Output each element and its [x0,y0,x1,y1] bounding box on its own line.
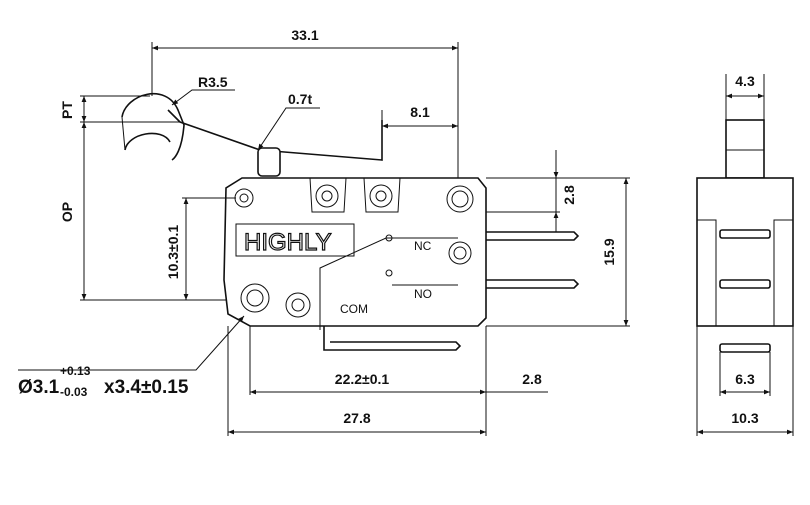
brand-text: HIGHLY [244,229,332,256]
extension-lines [80,42,630,436]
dim-0-7t: 0.7t [288,91,312,107]
terminal-rivet-nc [448,241,472,265]
nc-label: NC [414,239,432,253]
pt-label: PT [59,101,75,119]
side-view: 4.3 6.3 10.3 [696,73,794,436]
terminal-nc [486,231,580,241]
leader-hole-spec [18,315,245,371]
mount-hole-left [240,283,270,313]
hole-spec-lower-tol: -0.03 [60,385,88,399]
hole-spec-upper-tol: +0.13 [60,364,91,378]
side-body [696,177,794,327]
hole-top-right [446,185,474,213]
dim-2-8-top: 2.8 [561,185,577,205]
dim-10-3-side: 10.3 [731,410,758,426]
terminal-no [486,279,580,289]
dim-6-3: 6.3 [735,371,755,387]
dim-15-9: 15.9 [601,238,617,265]
dim-4-3: 4.3 [735,73,755,89]
side-plunger [725,119,765,179]
mount-hole-com [285,292,311,318]
hole-spec-rest: x3.4±0.15 [104,377,189,398]
rivets [309,177,401,213]
brand-plate [235,223,355,257]
op-label: OP [59,202,75,222]
dim-8-1: 8.1 [410,104,430,120]
terminal-com [323,326,462,351]
no-label: NO [414,287,432,301]
leader-r3-5 [171,89,235,106]
side-terminals [719,229,771,353]
dim-10-3: 10.3±0.1 [165,225,181,280]
lever-roller-outer [121,92,185,161]
com-label: COM [340,302,368,316]
dim-22-2: 22.2±0.1 [335,371,390,387]
actuator-plunger [257,147,281,177]
lever-roller-inner [124,132,171,151]
dim-2-8-bottom: 2.8 [522,371,542,387]
front-view: HIGHLY NC NO COM [18,27,630,436]
dim-r3-5: R3.5 [198,74,228,90]
hole-spec-main: Ø3.1 [18,377,60,398]
dim-33-1: 33.1 [291,27,318,43]
leader-0-7t [257,107,320,151]
dim-27-8: 27.8 [343,410,370,426]
contact-schematic [319,234,458,330]
